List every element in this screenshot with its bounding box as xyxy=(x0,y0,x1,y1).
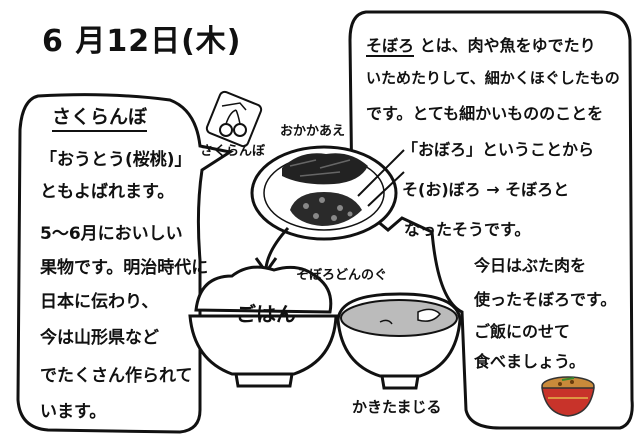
left-bubble-title: さくらんぼ xyxy=(52,102,148,132)
left-speech-bubble xyxy=(16,93,234,434)
rice-bowl xyxy=(188,265,338,388)
right-line-6: なったそうです。 xyxy=(404,220,531,239)
okaka-label: おかかあえ xyxy=(280,124,346,139)
side-dish-plate xyxy=(250,145,398,241)
left-line-7: でたくさん作られて xyxy=(40,366,193,386)
soboro-keyword: そぼろ xyxy=(366,36,415,57)
right-line-7: 今日はぶた肉を xyxy=(474,256,587,275)
cherry-package-icon xyxy=(205,90,263,148)
soup-label: かきたまじる xyxy=(352,398,442,416)
soup-bowl xyxy=(336,292,462,390)
right-speech-bubble xyxy=(348,10,634,430)
page-date: 6 月12日(木) xyxy=(42,24,242,59)
right-line-4: 「おぼろ」ということから xyxy=(402,140,595,159)
right-line-8: 使ったそぼろです。 xyxy=(474,290,617,309)
soboro-food xyxy=(290,192,362,226)
right-line-9: ご飯にのせて xyxy=(474,322,571,341)
right-line-1-rest: とは、肉や魚をゆでたり xyxy=(419,36,596,55)
cherry-label: さくらんぼ xyxy=(200,144,266,159)
soborodon-bowl-icon xyxy=(541,376,595,417)
right-line-5: そ(お)ぼろ → そぼろと xyxy=(402,180,570,199)
left-line-1: 「おうとう(桜桃)」 xyxy=(40,150,192,170)
left-line-8: います。 xyxy=(40,402,107,422)
right-line-3: です。とても細かいもののことを xyxy=(366,104,604,123)
rice-label: ごはん xyxy=(236,302,296,326)
right-line-1: そぼろ とは、肉や魚をゆでたり xyxy=(366,36,596,57)
left-line-6: 今は山形県など xyxy=(40,328,159,348)
left-line-4: 果物です。明治時代に xyxy=(40,258,209,278)
left-line-5: 日本に伝わり、 xyxy=(40,292,159,312)
right-line-2: いためたりして、細かくほぐしたもの xyxy=(366,69,620,87)
soborodon-label: そぼろどんのぐ xyxy=(296,268,388,283)
arrow-to-rice xyxy=(264,226,290,269)
right-line-10: 食べましょう。 xyxy=(474,352,586,371)
left-line-2: ともよばれます。 xyxy=(40,182,175,202)
left-line-3: 5～6月においしい xyxy=(40,224,183,244)
